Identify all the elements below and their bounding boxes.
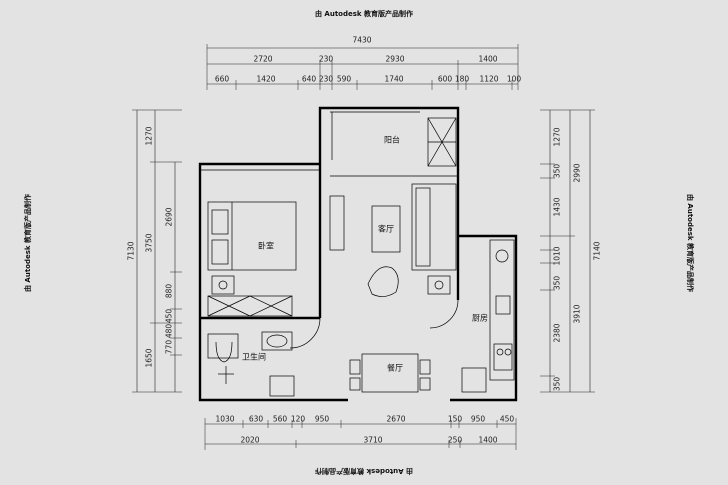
dim-top-row3: 590 [336,74,352,84]
room-label-dining: 餐厅 [387,363,403,373]
dim-right-row3: 1010 [552,246,562,266]
watermark-top: 由 Autodesk 教育版产品制作 [314,10,413,18]
dim-right-row3: 1430 [552,197,562,217]
dim-left-row3: 480 [164,323,174,339]
watermark-bottom: 由 Autodesk 教育版产品制作 [315,467,414,475]
dim-bottom-row1: 950 [314,414,330,424]
dim-right-row2: 3910 [572,304,582,324]
dim-right-row3: 2380 [552,323,562,343]
dim-left-row2: 3750 [144,233,154,253]
dim-top-total: 7430 [352,35,372,45]
dim-top-row3: 1740 [384,74,404,84]
dim-bottom-row2: 3710 [363,435,383,445]
dim-top-row2: 230 [318,54,334,64]
dim-top-row3: 1120 [479,74,499,84]
dim-bottom-row2: 1400 [478,435,498,445]
dim-bottom-row1: 150 [447,414,463,424]
dim-top-row3: 600 [437,74,453,84]
room-label-balcony: 阳台 [384,135,400,145]
dim-top-row2: 1400 [478,54,498,64]
dim-top-row3: 180 [454,74,470,84]
dim-left-row3: 770 [164,339,174,355]
watermark-left: 由 Autodesk 教育版产品制作 [24,193,32,293]
room-label-kitchen: 厨房 [472,313,488,323]
dim-left-row3: 450 [164,308,174,324]
dim-right-row3: 350 [552,376,562,392]
dim-bottom-row1: 1030 [215,414,235,424]
dim-left-row3: 880 [164,283,174,299]
dim-bottom-row1: 450 [499,414,515,424]
dim-top-row3: 100 [506,74,522,84]
room-label-bedroom: 卧室 [258,241,274,251]
dim-bottom-row1: 560 [272,414,288,424]
dim-top-row3: 230 [318,74,334,84]
dim-left-row2: 1650 [144,348,154,368]
dim-bottom-row1: 950 [470,414,486,424]
dim-top-row2: 2930 [385,54,405,64]
dim-left-row3: 2690 [164,207,174,227]
dim-right-row3: 1270 [552,127,562,147]
dim-right-total: 7140 [592,241,602,261]
dim-right-row2: 2990 [572,163,582,183]
dim-right-row3: 350 [552,275,562,291]
room-label-bathroom: 卫生间 [242,352,266,362]
dim-top-row3: 660 [214,74,230,84]
dim-bottom-row1: 120 [290,414,306,424]
dim-bottom-row2: 2020 [240,435,260,445]
dim-bottom-row2: 250 [447,435,463,445]
dim-left-total: 7130 [126,241,136,261]
dim-right-row3: 350 [552,163,562,179]
room-label-living: 客厅 [378,224,394,234]
dim-top-row3: 1420 [256,74,276,84]
watermark-right: 由 Autodesk 教育版产品制作 [686,193,694,293]
dim-left-row2: 1270 [144,126,154,146]
dim-top-row2: 2720 [253,54,273,64]
dim-bottom-row1: 2670 [386,414,406,424]
dim-bottom-row1: 630 [248,414,264,424]
dim-top-row3: 640 [301,74,317,84]
